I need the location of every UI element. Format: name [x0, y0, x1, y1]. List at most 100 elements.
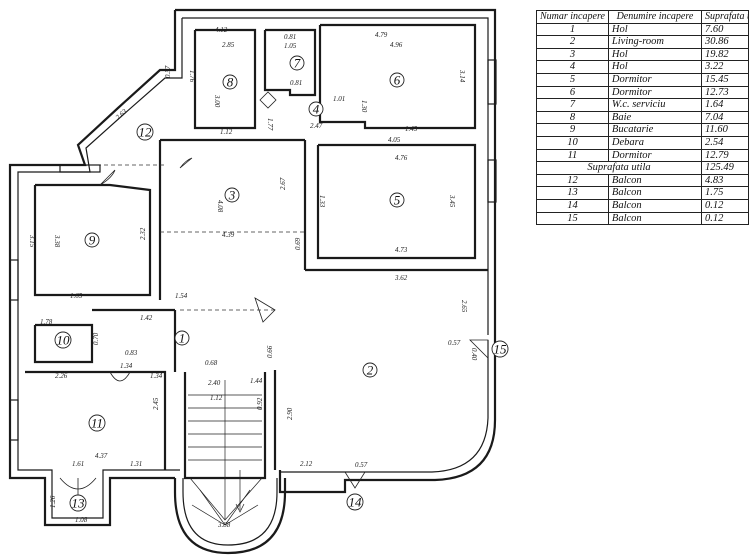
cell-area: 7.04 [701, 110, 749, 125]
cell-name: Dormitor [607, 72, 703, 87]
dim-label: 0.57 [355, 461, 368, 469]
room-label-6: 6 [394, 73, 401, 88]
cell-area: 3.22 [701, 60, 749, 74]
room-label-circle [222, 74, 238, 90]
dim-label: 4.76 [395, 154, 408, 162]
cell-name: Balcon [607, 198, 703, 213]
wall-left [8, 10, 177, 527]
wall-room-11 [25, 370, 167, 470]
dim-label: 1.34 [150, 372, 163, 380]
wall-room-5 [316, 143, 477, 260]
dim-label: 2.26 [55, 372, 68, 380]
cell-area: 12.73 [701, 85, 749, 100]
dim-label: 2.85 [222, 41, 235, 49]
cell-num: 6 [536, 85, 609, 100]
door-balcony-14 [344, 471, 366, 489]
interior-walls [25, 23, 488, 480]
dim-label: 0.68 [205, 359, 218, 367]
cell-area: 1.64 [701, 98, 749, 112]
cell-num: 4 [536, 60, 609, 74]
cell-area: 1.75 [701, 186, 749, 200]
dim-label: 2.45 [152, 397, 160, 410]
room-label-3: 3 [228, 188, 236, 203]
dim-label: 4.96 [390, 41, 403, 49]
door-balcony-15 [469, 339, 489, 359]
dim-label: 1.05 [284, 42, 297, 50]
cell-area: 0.12 [701, 211, 749, 226]
dim-label: 0.69 [294, 237, 302, 250]
cell-area: 0.12 [701, 198, 749, 213]
wall-stair-tower [173, 478, 287, 555]
room-label-2: 2 [367, 363, 374, 378]
dim-label: 2.12 [300, 460, 313, 468]
cell-num: 2 [536, 35, 609, 49]
dim-label: 0.57 [448, 339, 461, 347]
cell-name: Hol [607, 22, 703, 37]
cell-num: 10 [536, 135, 609, 150]
floor-plan-drawing: 4.12 2.85 0.81 1.05 1.76 3.00 0.81 4.79 … [8, 8, 509, 555]
wall-living-curve-inner [280, 340, 489, 473]
cell-num: 5 [536, 72, 609, 87]
header-name: Denumire incapere [607, 10, 703, 24]
dim-label: 1.44 [250, 377, 263, 385]
dim-label: 1.61 [72, 460, 84, 468]
window-room-5 [487, 159, 497, 203]
cell-name: Balcon [607, 186, 703, 200]
room-label-circle [54, 331, 72, 349]
room-label-circle [136, 123, 154, 141]
cell-area: 19.82 [701, 47, 749, 62]
cell-name: Dormitor [607, 85, 703, 100]
cell-name: W.c. serviciu [607, 98, 703, 112]
door-room-11 [109, 371, 131, 382]
dim-label: 1.31 [130, 460, 142, 468]
room-label-circle [362, 362, 378, 378]
wall-room-6 [318, 23, 477, 130]
cell-num: 7 [536, 98, 609, 112]
dim-label: 1.08 [75, 516, 88, 524]
cell-name: Baie [607, 110, 703, 125]
dim-label: 1.33 [318, 195, 326, 208]
sum-label: Suprafata utila [536, 161, 702, 175]
table-header-row: Numar incapere Denumire incapere Suprafa… [536, 10, 749, 24]
dim-label: 1.34 [120, 362, 133, 370]
cell-num: 15 [536, 211, 609, 226]
room-label-14: 14 [349, 495, 363, 510]
room-label-13: 13 [72, 496, 86, 511]
stair-arrowhead [235, 503, 245, 513]
dim-label: 2.90 [286, 407, 294, 420]
dim-label: 3.00 [213, 94, 221, 108]
header-area: Suprafata utila (mp) [701, 10, 749, 24]
cell-num: 8 [536, 110, 609, 125]
dim-label: 0.81 [284, 33, 296, 41]
room-label-10: 10 [57, 333, 71, 348]
dim-label: 2.67 [279, 177, 287, 190]
room-label-circle [69, 494, 87, 512]
cell-name: Dormitor [607, 148, 703, 163]
cell-name: Hol [607, 47, 703, 62]
dim-label: 4.37 [95, 452, 108, 460]
header-num: Numar incapere [536, 10, 609, 24]
dim-label: 1.65 [70, 292, 83, 300]
room-label-8: 8 [227, 75, 234, 90]
room-label-circle [491, 340, 509, 358]
stairs [188, 380, 263, 526]
cell-area: 4.83 [701, 173, 749, 188]
dim-label: 4.12 [215, 26, 228, 34]
cell-name: Debara [607, 135, 703, 150]
cell-area: 2.54 [701, 135, 749, 150]
dim-label: 0.70 [92, 332, 100, 345]
dim-label: 4.05 [388, 136, 401, 144]
cell-num: 14 [536, 198, 609, 213]
cell-num: 11 [536, 148, 609, 163]
windows [9, 59, 497, 441]
